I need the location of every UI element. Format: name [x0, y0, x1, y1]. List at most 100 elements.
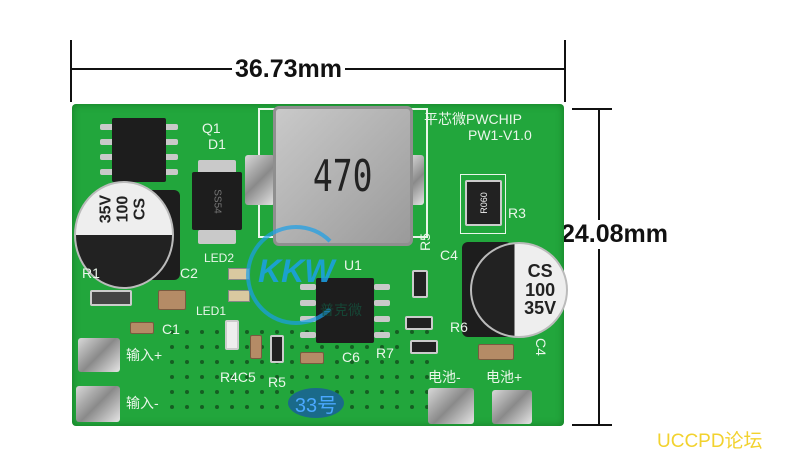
via	[350, 375, 354, 379]
via	[335, 390, 339, 394]
via	[215, 330, 219, 334]
c5-capacitor	[250, 335, 262, 359]
d1-pad-bottom	[198, 230, 236, 244]
via	[245, 345, 249, 349]
via	[170, 360, 174, 364]
via	[425, 360, 429, 364]
d1-diode: SS54	[192, 172, 242, 230]
r7-resistor	[410, 340, 438, 354]
via	[380, 405, 384, 409]
handwritten-number: 33号	[288, 388, 344, 418]
via	[200, 330, 204, 334]
via	[170, 330, 174, 334]
via	[410, 390, 414, 394]
via	[350, 345, 354, 349]
via	[395, 375, 399, 379]
via	[365, 390, 369, 394]
via	[320, 345, 324, 349]
via	[350, 405, 354, 409]
via	[350, 360, 354, 364]
via	[350, 390, 354, 394]
via	[200, 405, 204, 409]
via	[395, 345, 399, 349]
via	[365, 375, 369, 379]
led1	[228, 290, 250, 302]
r6-label: R6	[450, 319, 468, 335]
via	[290, 360, 294, 364]
via	[260, 345, 264, 349]
input-minus-label: 输入-	[126, 395, 159, 411]
c6-capacitor	[300, 352, 324, 364]
width-dimension-left-tick	[70, 40, 72, 102]
width-dimension-label: 36.73mm	[232, 55, 346, 84]
diode-marking: SS54	[211, 188, 223, 214]
via	[275, 330, 279, 334]
led1-label: LED1	[196, 304, 227, 318]
via	[425, 405, 429, 409]
via	[245, 405, 249, 409]
via	[335, 375, 339, 379]
r1-resistor	[90, 290, 132, 306]
footer-watermark: UCCPD论坛	[657, 431, 763, 452]
via	[305, 345, 309, 349]
via	[185, 405, 189, 409]
input-minus-pad	[76, 386, 120, 422]
kkw-logo-text: KKW	[258, 253, 335, 289]
r7-label: R7	[376, 345, 394, 361]
d1-pad-top	[198, 160, 236, 174]
via	[215, 375, 219, 379]
via	[245, 375, 249, 379]
r4-resistor	[225, 320, 239, 350]
via	[290, 375, 294, 379]
inductor-pad-left	[245, 155, 275, 205]
via	[215, 345, 219, 349]
via	[425, 390, 429, 394]
via	[290, 345, 294, 349]
c2-capacitor	[158, 290, 186, 310]
battery-minus-label: 电池-	[428, 369, 461, 385]
via	[305, 375, 309, 379]
via	[200, 375, 204, 379]
r1-label: R1	[82, 265, 100, 281]
via	[245, 390, 249, 394]
via	[200, 345, 204, 349]
c4-capacitor	[478, 344, 514, 360]
led2-label: LED2	[204, 251, 235, 265]
via	[365, 405, 369, 409]
r5-resistor	[412, 270, 428, 298]
r3-outline	[460, 174, 506, 234]
via	[215, 390, 219, 394]
via	[275, 405, 279, 409]
kkw-logo-watermark	[246, 225, 346, 325]
battery-minus-pad	[428, 388, 474, 424]
brand-silkscreen: 平芯微PWCHIP	[424, 111, 522, 127]
r5-resistor-bottom	[270, 335, 284, 363]
via	[170, 405, 174, 409]
via	[245, 330, 249, 334]
via	[185, 345, 189, 349]
via	[185, 375, 189, 379]
r3-label: R3	[508, 205, 526, 221]
kkw-logo-subtext: 普克微	[320, 302, 362, 318]
via	[365, 360, 369, 364]
via	[290, 330, 294, 334]
c4-label-bottom: C4	[532, 338, 549, 356]
via	[230, 375, 234, 379]
via	[335, 345, 339, 349]
battery-plus-pad	[492, 390, 532, 424]
via	[395, 330, 399, 334]
via	[380, 390, 384, 394]
via	[425, 330, 429, 334]
r4c5-label: R4C5	[220, 369, 256, 385]
via	[200, 360, 204, 364]
via	[320, 375, 324, 379]
via	[275, 390, 279, 394]
u1-label: U1	[344, 257, 362, 273]
via	[365, 345, 369, 349]
via	[170, 345, 174, 349]
via	[275, 375, 279, 379]
height-dimension-line	[598, 108, 600, 426]
via	[410, 360, 414, 364]
width-dimension-right-tick	[564, 40, 566, 102]
via	[380, 375, 384, 379]
